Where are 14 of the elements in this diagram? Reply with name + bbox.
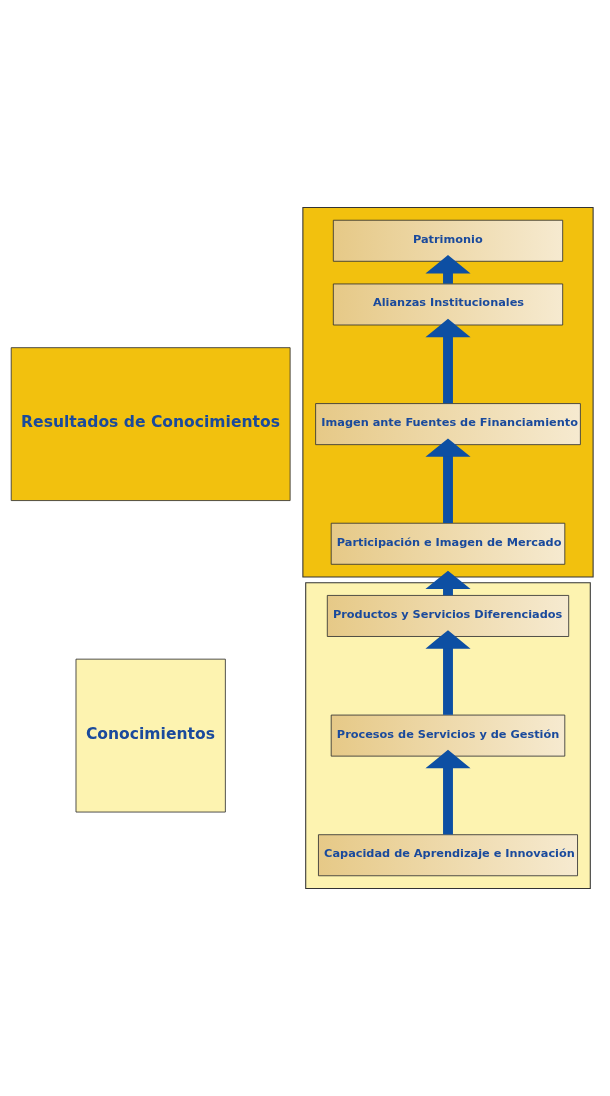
arrow bbox=[425, 438, 471, 523]
node-box: Productos y Servicios Diferenciados bbox=[326, 595, 570, 637]
cluster bbox=[302, 206, 594, 578]
node-box: Imagen ante Fuentes de Financiamiento bbox=[315, 403, 581, 446]
node-box: Patrimonio bbox=[332, 219, 564, 262]
node-box: Conocimientos bbox=[75, 658, 226, 813]
node-box: Alianzas Institucionales bbox=[332, 283, 564, 326]
arrow bbox=[425, 749, 471, 835]
arrow bbox=[425, 318, 471, 404]
node-box: Resultados de Conocimientos bbox=[10, 347, 291, 501]
node-box: Capacidad de Aprendizaje e Innovación bbox=[318, 834, 578, 877]
node-box: Participación e Imagen de Mercado bbox=[330, 522, 566, 565]
arrow bbox=[425, 630, 471, 715]
node-box: Procesos de Servicios y de Gestión bbox=[330, 714, 566, 757]
